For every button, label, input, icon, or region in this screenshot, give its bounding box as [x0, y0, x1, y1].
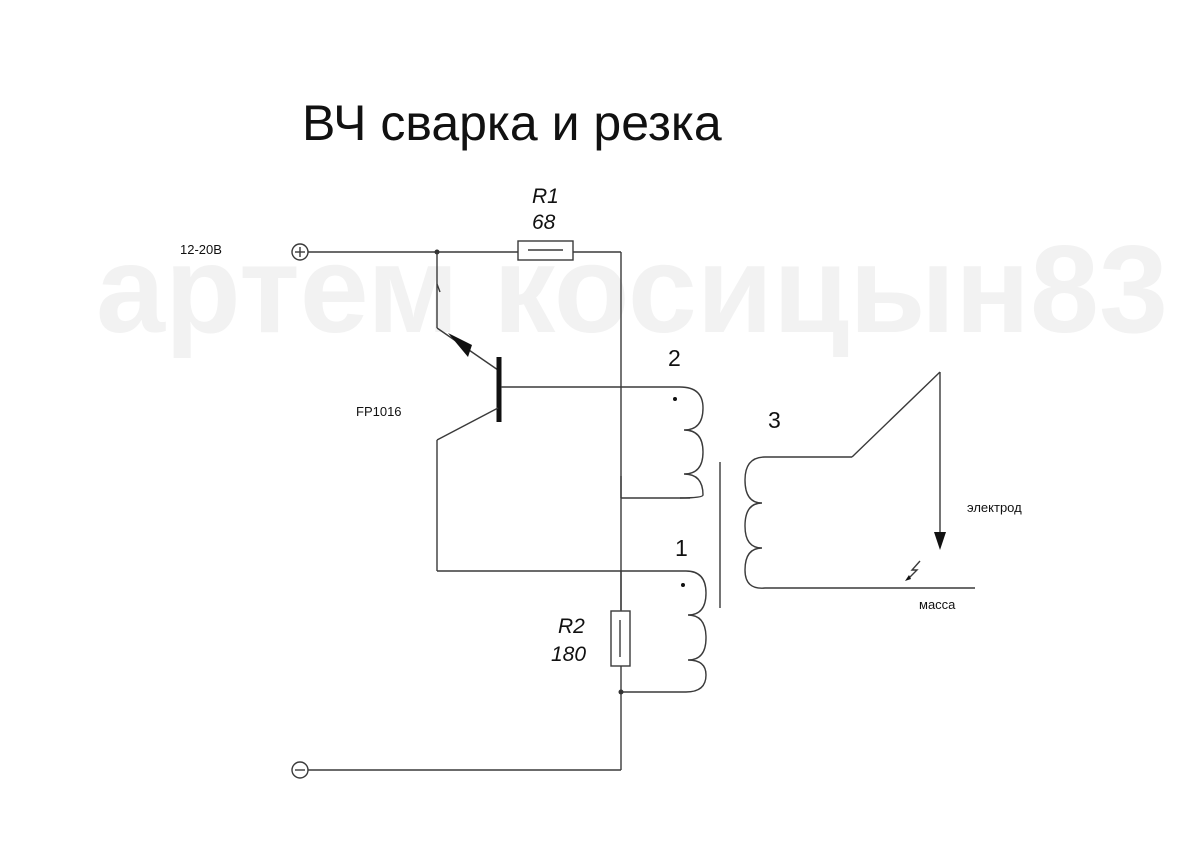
- resistor-r1: [517, 240, 574, 261]
- collector-lead: [436, 407, 499, 441]
- winding-2-label: 2: [668, 345, 681, 371]
- electrode-label: электрод: [967, 500, 1022, 515]
- winding-3-label: 3: [768, 407, 781, 433]
- winding-1-dot: [681, 583, 685, 587]
- resistor-r2: [610, 610, 631, 667]
- electrode-arrow-icon: [934, 532, 946, 550]
- r1-name-label: R1: [532, 185, 559, 208]
- minus-terminal: [291, 761, 309, 779]
- junction-dot-bottom: [618, 689, 624, 695]
- winding-1-coil: [621, 570, 707, 693]
- supply-voltage-label: 12-20В: [180, 242, 222, 257]
- winding-3-coil: [744, 456, 820, 589]
- winding-2-dot: [673, 397, 677, 401]
- r2-name-label: R2: [558, 615, 585, 638]
- transistor-label: FP1016: [356, 404, 402, 419]
- winding-2-coil: [620, 386, 704, 499]
- r2-value-label: 180: [551, 643, 586, 666]
- ground-label: масса: [919, 597, 956, 612]
- winding-1-label: 1: [675, 535, 688, 561]
- watermark: артем косицын83: [96, 221, 1168, 359]
- emitter-arrow-icon: [448, 333, 472, 357]
- r1-value-label: 68: [532, 211, 556, 234]
- spark-icon: [905, 560, 921, 581]
- page-title: ВЧ сварка и резка: [302, 95, 722, 151]
